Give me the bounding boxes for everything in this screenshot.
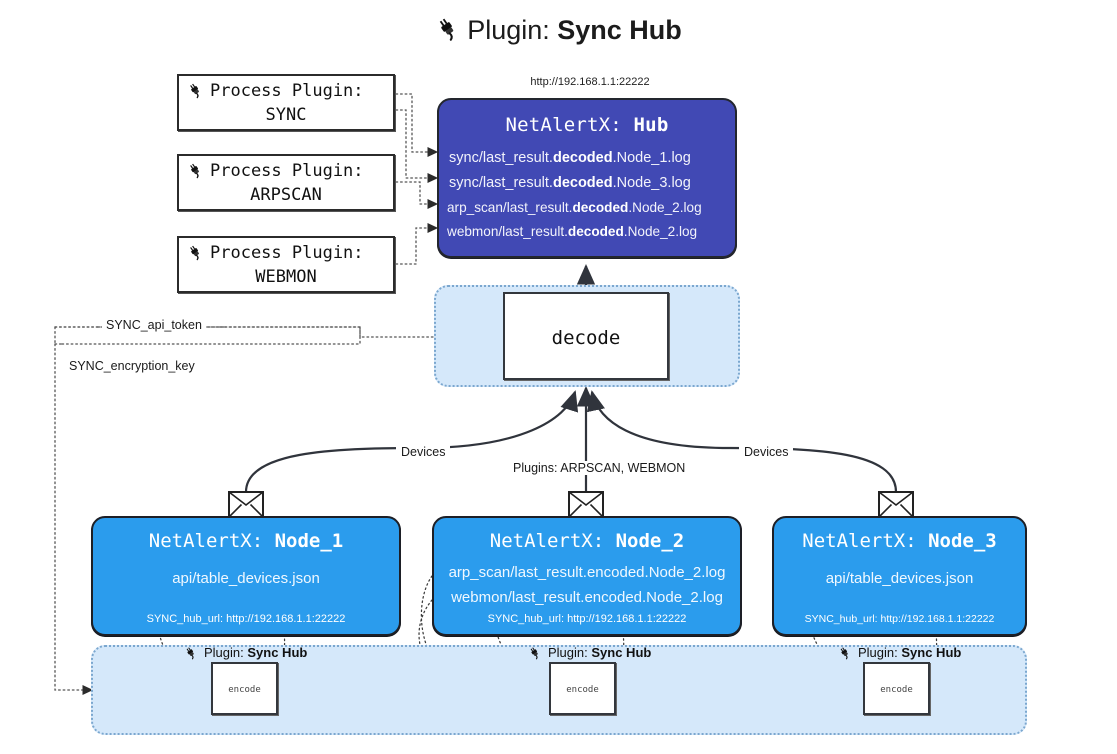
process-plugin-line2: ARPSCAN xyxy=(250,185,322,205)
decode-box[interactable]: decode xyxy=(503,292,669,380)
transport-label-left: Devices xyxy=(396,445,451,459)
envelope-icon xyxy=(568,491,604,523)
hub-log-row: webmon/last_result.decoded.Node_2.log xyxy=(447,224,698,239)
plug-icon xyxy=(838,646,852,663)
title-plugin-name: Sync Hub xyxy=(557,15,682,45)
decode-label: decode xyxy=(551,327,621,349)
plug-icon xyxy=(187,162,204,184)
process-plugin-box-arpscan[interactable]: Process Plugin: ARPSCAN xyxy=(177,154,395,211)
hub-url-label: http://192.168.1.1:22222 xyxy=(530,76,650,88)
node-line: api/table_devices.json xyxy=(172,570,320,587)
process-plugin-box-sync[interactable]: Process Plugin: SYNC xyxy=(177,74,395,131)
encode-box-1[interactable]: encode xyxy=(211,662,278,715)
hub-log-row: sync/last_result.decoded.Node_3.log xyxy=(449,175,691,191)
node-hub-url: SYNC_hub_url: http://192.168.1.1:22222 xyxy=(487,613,687,625)
process-plugin-line1: Process Plugin: xyxy=(187,243,393,266)
hub-log-row: sync/last_result.decoded.Node_1.log xyxy=(449,150,691,166)
encoder-caption: Plugin: Sync Hub xyxy=(184,645,307,663)
hub-title: NetAlertX: Hub xyxy=(505,114,669,136)
encode-box-3[interactable]: encode xyxy=(863,662,930,715)
settings-label-api-token: SYNC_api_token xyxy=(102,318,206,332)
node-hub-url: SYNC_hub_url: http://192.168.1.1:22222 xyxy=(804,613,995,625)
process-plugin-box-webmon[interactable]: Process Plugin: WEBMON xyxy=(177,236,395,293)
node-line: webmon/last_result.encoded.Node_2.log xyxy=(451,589,723,606)
process-plugin-line1: Process Plugin: xyxy=(187,81,393,104)
hub-box[interactable]: NetAlertX: Hub sync/last_result.decoded.… xyxy=(437,98,737,258)
plug-icon xyxy=(435,16,461,49)
encode-label: encode xyxy=(880,685,913,695)
node-title: NetAlertX: Node_1 xyxy=(148,530,344,552)
hub-log-row: arp_scan/last_result.decoded.Node_2.log xyxy=(447,200,702,215)
node-box-3[interactable]: NetAlertX: Node_3 api/table_devices.json… xyxy=(772,516,1027,636)
node-title: NetAlertX: Node_3 xyxy=(802,530,997,552)
encode-box-2[interactable]: encode xyxy=(549,662,616,715)
page-title: Plugin: Sync Hub xyxy=(0,15,1117,49)
encoder-caption: Plugin: Sync Hub xyxy=(528,645,651,663)
node-line: api/table_devices.json xyxy=(825,570,974,587)
process-plugin-line2: WEBMON xyxy=(255,267,317,287)
transport-label-right: Devices xyxy=(739,445,794,459)
node-box-1[interactable]: NetAlertX: Node_1 api/table_devices.json… xyxy=(91,516,401,636)
plug-icon xyxy=(528,646,542,663)
encode-label: encode xyxy=(228,685,261,695)
encode-label: encode xyxy=(566,685,599,695)
title-prefix: Plugin: xyxy=(467,15,558,45)
transport-label-center: Plugins: ARPSCAN, WEBMON xyxy=(508,461,691,475)
node-hub-url: SYNC_hub_url: http://192.168.1.1:22222 xyxy=(146,613,346,625)
process-plugin-line2: SYNC xyxy=(265,105,307,125)
settings-label-encryption-key: SYNC_encryption_key xyxy=(65,359,199,373)
process-plugin-line1: Process Plugin: xyxy=(187,161,393,184)
node-title: NetAlertX: Node_2 xyxy=(489,530,685,552)
plug-icon xyxy=(187,244,204,266)
plug-icon xyxy=(184,646,198,663)
encoder-caption: Plugin: Sync Hub xyxy=(838,645,961,663)
node-box-2[interactable]: NetAlertX: Node_2 arp_scan/last_result.e… xyxy=(432,516,742,636)
node-line: arp_scan/last_result.encoded.Node_2.log xyxy=(448,564,726,581)
plug-icon xyxy=(187,82,204,104)
